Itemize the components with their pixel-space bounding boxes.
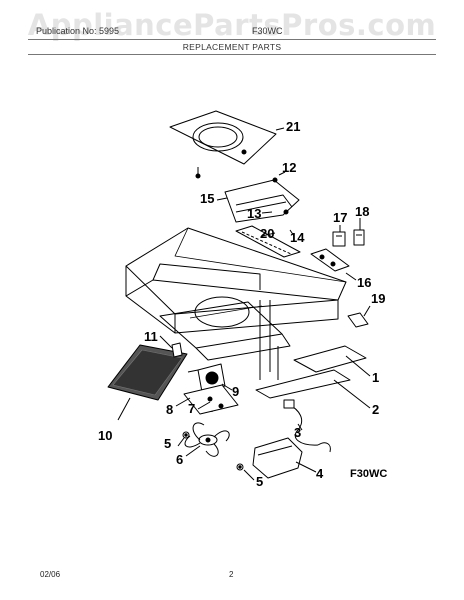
callout-2: 2 (372, 402, 379, 417)
part-17-18-switches (332, 229, 365, 247)
section-title: REPLACEMENT PARTS (182, 42, 282, 52)
callout-13: 13 (247, 206, 261, 221)
callout-19: 19 (371, 291, 385, 306)
callout-9: 9 (232, 384, 239, 399)
callout-16: 16 (357, 275, 371, 290)
callout-3: 3 (294, 425, 301, 440)
callout-8: 8 (166, 402, 173, 417)
part-5-screws (182, 431, 244, 471)
part-3-power-cord (283, 399, 331, 453)
part-1-2-channels (255, 345, 367, 399)
model-number-header: F30WC (252, 26, 283, 36)
footer-page-number: 2 (229, 570, 234, 579)
callout-7: 7 (188, 401, 195, 416)
part-8-motor-bracket (183, 384, 239, 415)
header-rule-top (28, 39, 436, 40)
part-4-duct (252, 437, 303, 479)
part-21-mounting-plate (169, 110, 277, 179)
watermark: AppliancePartsPros.com (27, 8, 437, 42)
callout-11: 11 (144, 329, 158, 344)
callout-14: 14 (290, 230, 305, 245)
part-20-strip (235, 225, 301, 258)
callout-15: 15 (200, 191, 214, 206)
part-15-bracket (224, 177, 300, 223)
callout-17: 17 (333, 210, 347, 225)
footer-date: 02/06 (40, 570, 61, 579)
header-rule-bottom (28, 54, 436, 55)
callout-21: 21 (286, 119, 300, 134)
publication-number: Publication No: 5995 (36, 26, 120, 36)
part-11-clip (171, 342, 183, 358)
callout-18: 18 (355, 204, 369, 219)
hood-body (125, 227, 347, 380)
part-10-grease-filter (107, 344, 188, 401)
model-label: F30WC (350, 468, 387, 480)
part-6-fan-blade (184, 422, 230, 457)
part-19-bracket (347, 312, 369, 328)
callout-20: 20 (260, 226, 274, 241)
callout-4: 4 (316, 466, 324, 481)
callout-10: 10 (98, 428, 112, 443)
part-16-switch-plate (310, 248, 350, 272)
callout-5-lower: 5 (256, 474, 263, 489)
callout-5-upper: 5 (164, 436, 171, 451)
callout-1: 1 (372, 370, 379, 385)
callout-6: 6 (176, 452, 183, 467)
callout-12: 12 (282, 160, 296, 175)
